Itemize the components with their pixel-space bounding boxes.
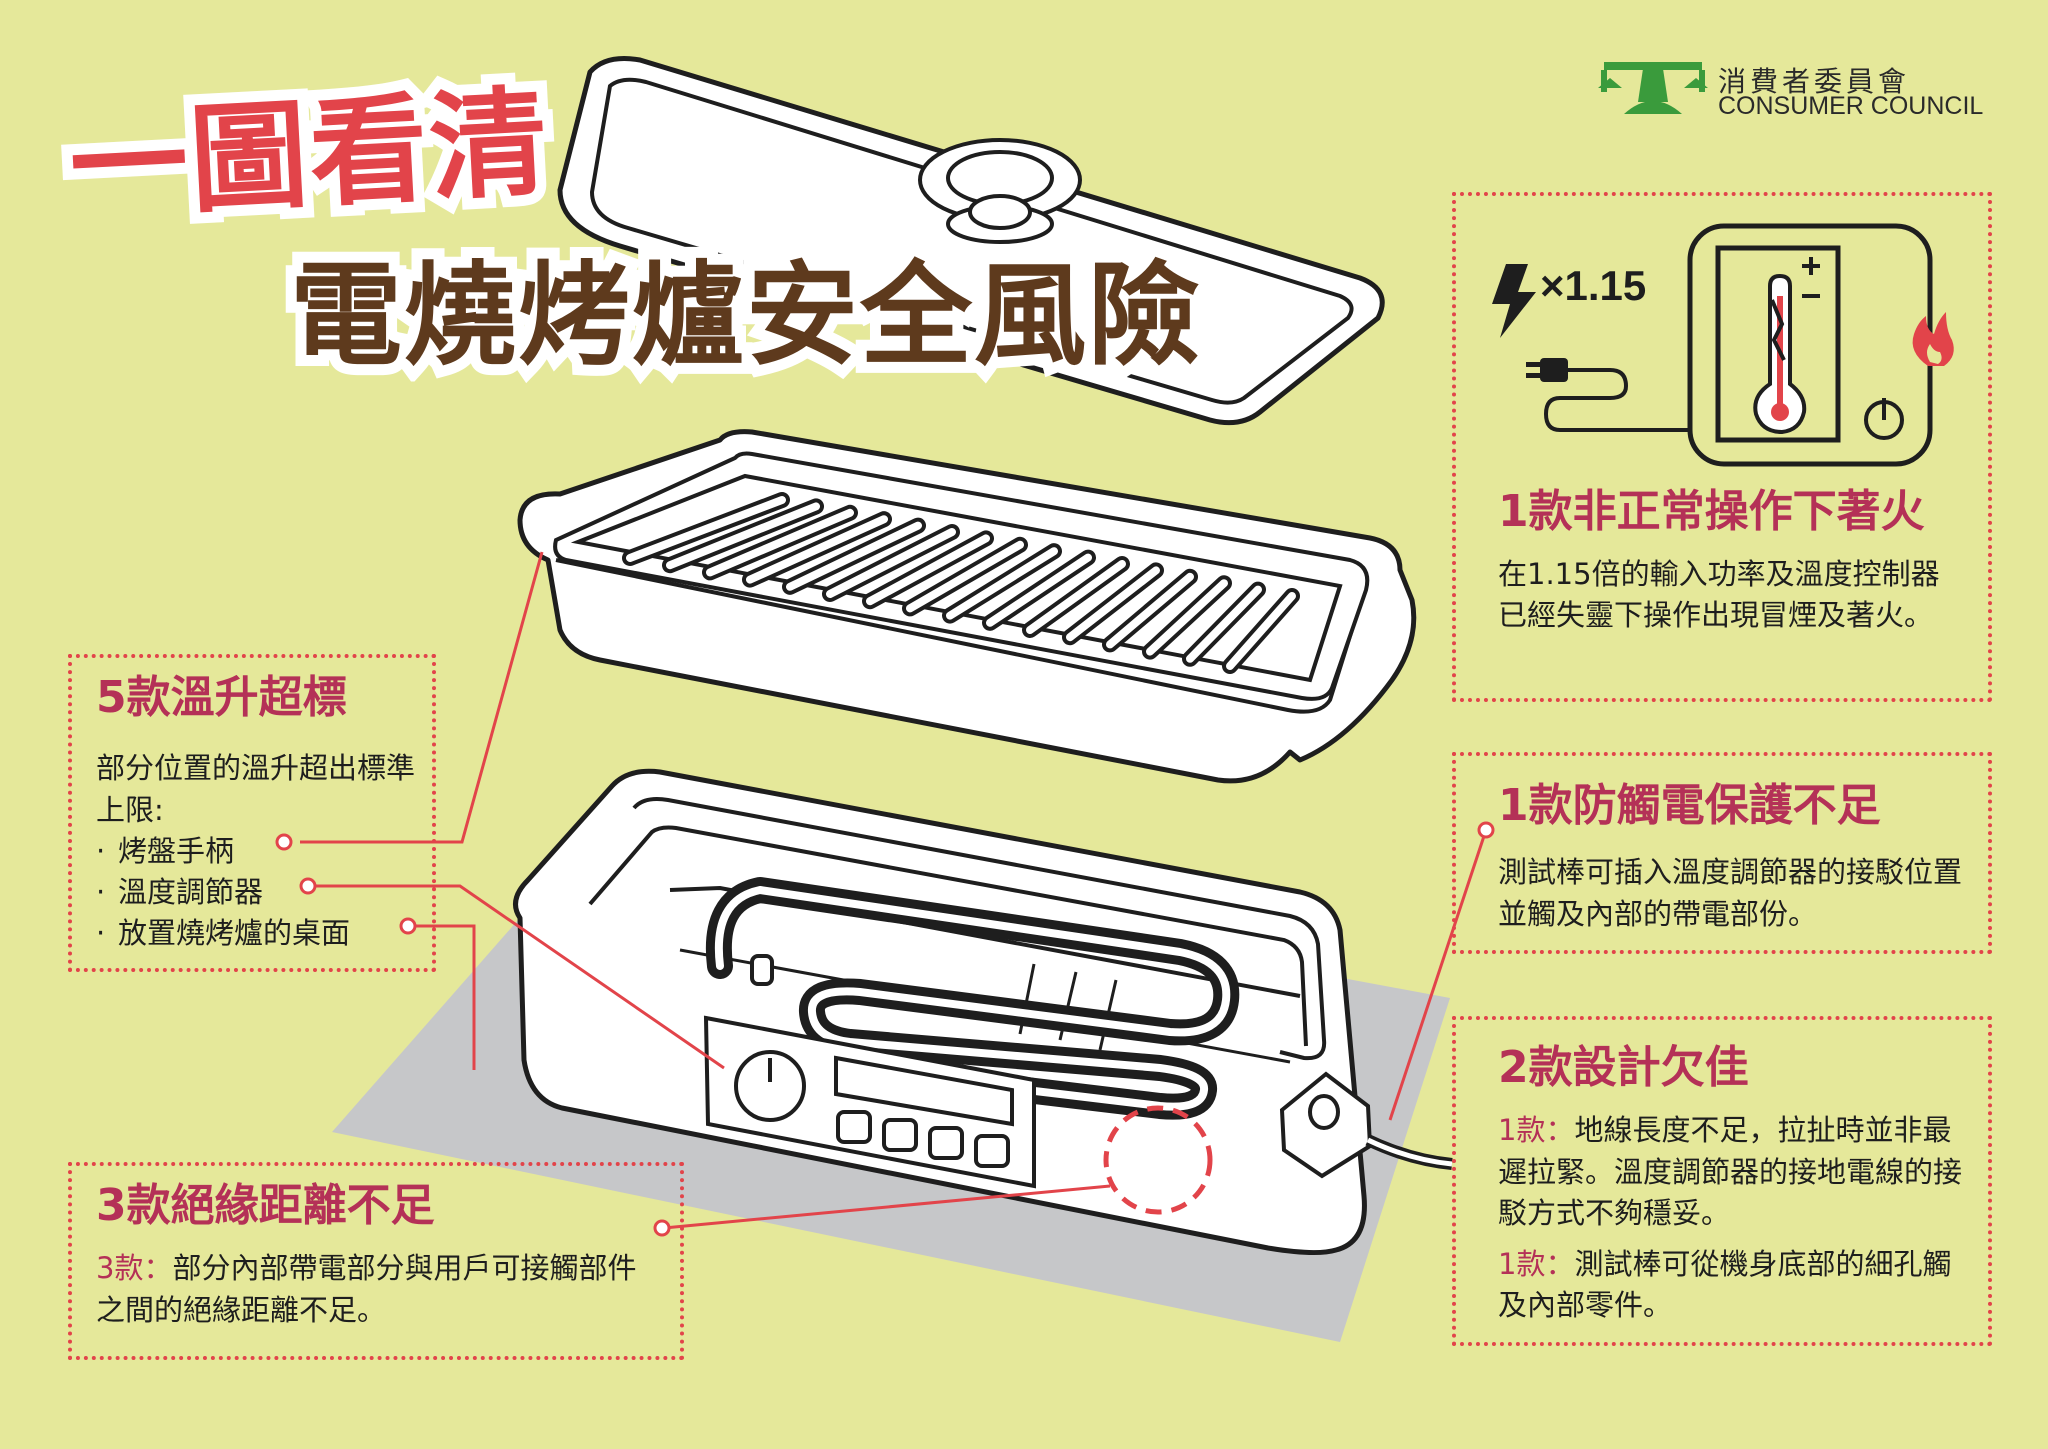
grill-ridge-inner [1186,585,1262,663]
logo-name-zh: 消費者委員會 [1718,65,1911,98]
grill-ridge-inner [1066,566,1160,642]
panel-button [882,1118,918,1152]
callout-fire: 1款非正常操作下著火 在1.15倍的輸入功率及溫度控制器已經失靈下操作出現冒煙及… [1452,192,1992,702]
grill-ridge-inner [1026,560,1126,634]
callout-text: 在1.15倍的輸入功率及溫度控制器已經失靈下操作出現冒煙及著火。 [1498,557,1940,633]
plug-icon [1540,358,1568,382]
list-item: ·烤盤手柄 [96,833,235,868]
callout-heading: 5款溫升超標 [96,672,347,723]
display-window [834,1055,1014,1127]
fire-test-icon [1526,223,1954,467]
callout-text: 3款：部分內部帶電部分與用戶可接觸部件之間的絕緣距離不足。 [96,1248,656,1330]
temperature-knob [734,1050,806,1122]
grill-ridge-inner [786,521,922,591]
callout-text: 測試棒可插入溫度調節器的接駁位置並觸及內部的帶電部份。 [1498,855,1963,931]
list-item-text: 烤盤手柄 [118,833,235,868]
flame-icon [1912,312,1954,366]
list-item: ·放置燒烤爐的桌面 [96,916,351,951]
panel-button [928,1126,964,1160]
list-item-text: 放置燒烤爐的桌面 [118,916,351,951]
grill-ridge-inner [986,553,1092,627]
grill-ridge-inner [866,534,990,606]
callout-temperature-rise: 5款溫升超標 部分位置的溫升超出標準上限: ·烤盤手柄 ·溫度調節器 ·放置燒烤… [68,654,436,972]
page-title-line2: 電燒烤爐安全風險 [279,249,1211,383]
bottom-hole-highlight [1103,1105,1213,1215]
design-item-text: 地線長度不足，拉扯時並非最遲拉緊。溫度調節器的接地電線的接駁方式不夠穩妥。 [1498,1113,1963,1230]
panel-button [974,1134,1010,1168]
callout-shock-protection: 1款防觸電保護不足 測試棒可插入溫度調節器的接駁位置並觸及內部的帶電部份。 [1452,752,1992,954]
design-item-2: 1款：測試棒可從機身底部的細孔觸及內部零件。 [1498,1244,1978,1326]
count-label: 1款： [1498,1113,1575,1148]
callout-heading: 2款設計欠佳 [1498,1042,1749,1093]
consumer-council-logo: 消費者委員會 CONSUMER COUNCIL [1598,58,1988,126]
grill-ridge-inner [946,547,1058,620]
grill-base [513,768,1453,1256]
grill-ridge-inner [666,502,820,570]
grill-ridge-inner [906,540,1024,613]
grill-ridge-inner [706,508,854,577]
page-title-line1: 一圖看清 [55,62,564,247]
leader-dots [275,821,1495,1237]
grill-ridge-inner [1106,572,1194,649]
list-item: ·溫度調節器 [96,874,264,909]
power-multiplier: ×1.15 [1540,262,1647,309]
count-label: 3款： [96,1251,173,1286]
callout-heading: 3款絕緣距離不足 [96,1180,435,1231]
grill-ridge-inner [826,528,956,598]
grill-ridges [622,492,1300,674]
grill-ridge-inner [1146,579,1228,656]
consumer-council-logo-mark [1598,62,1708,114]
grill-ridge-inner [626,496,786,562]
panel-button [836,1110,872,1144]
design-item-text: 測試棒可從機身底部的細孔觸及內部零件。 [1498,1246,1952,1323]
callout-heading: 1款非正常操作下著火 [1498,486,1925,537]
temp-rise-list: ·烤盤手柄 ·溫度調節器 ·放置燒烤爐的桌面 [96,831,432,955]
logo-name-en: CONSUMER COUNCIL [1718,92,1984,120]
callout-design: 2款設計欠佳 1款：地線長度不足，拉扯時並非最遲拉緊。溫度調節器的接地電線的接駁… [1452,1016,1992,1346]
callout-body: 部分內部帶電部分與用戶可接觸部件之間的絕緣距離不足。 [96,1251,637,1327]
count-label: 1款： [1498,1246,1575,1281]
grill-ridge-inner [1226,592,1296,670]
list-item-text: 溫度調節器 [118,874,264,909]
design-item-1: 1款：地線長度不足，拉扯時並非最遲拉緊。溫度調節器的接地電線的接駁方式不夠穩妥。 [1498,1110,1978,1234]
callout-intro: 部分位置的溫升超出標準上限: [96,751,416,827]
grill-lid [557,56,1385,426]
grill-ridge-inner [746,515,888,584]
lightning-icon [1492,264,1536,338]
callout-heading: 1款防觸電保護不足 [1498,780,1881,831]
callout-insulation: 3款絕緣距離不足 3款：部分內部帶電部分與用戶可接觸部件之間的絕緣距離不足。 [68,1162,684,1360]
